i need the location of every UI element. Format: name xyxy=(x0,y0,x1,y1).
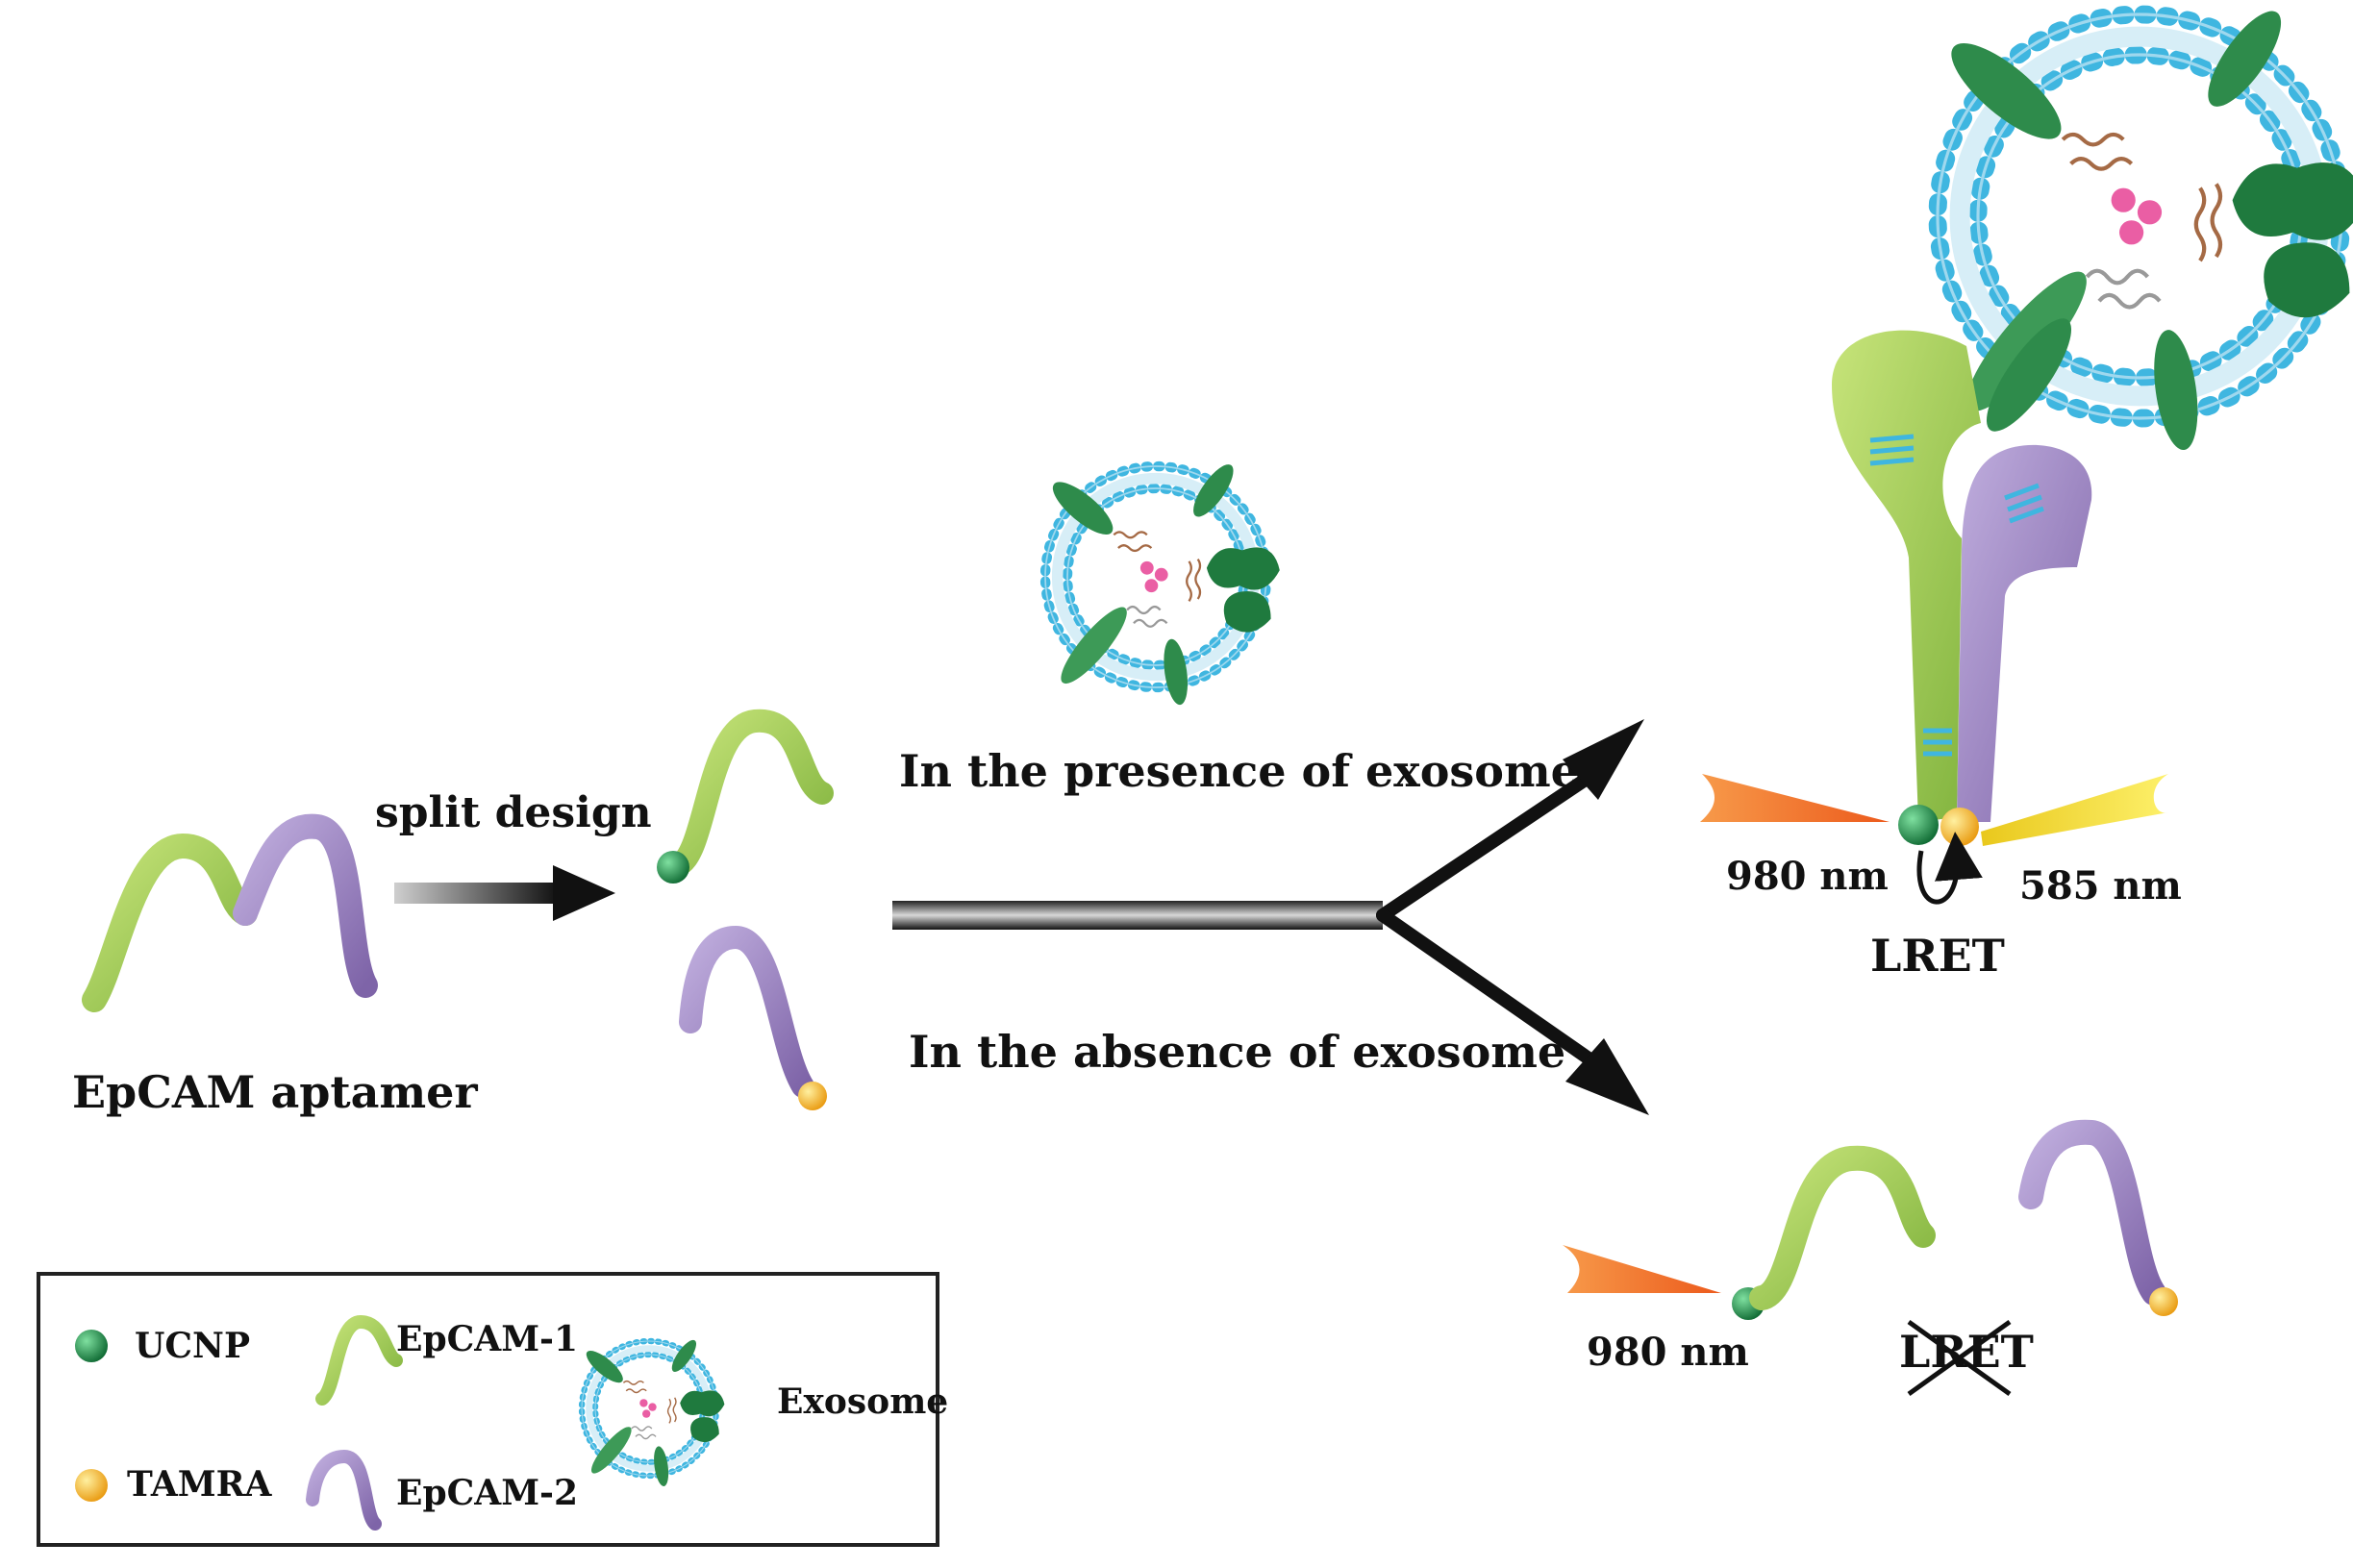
lret-blocked-cross xyxy=(1907,1319,2012,1397)
bound-complex xyxy=(1700,318,2168,905)
legend-ucnp-label: UCNP xyxy=(135,1326,250,1366)
reaction-fork-arrow xyxy=(892,719,1649,1115)
legend-tamra-label: TAMRA xyxy=(127,1464,273,1505)
emission-label-top: 585 nm xyxy=(2019,863,2182,908)
split-epcam-2-strand xyxy=(679,925,814,1098)
tamra-dot-split xyxy=(798,1082,827,1110)
legend-epcam-1-swatch xyxy=(315,1314,403,1406)
legend-epcam-2-label: EpCAM-2 xyxy=(396,1473,578,1513)
lret-transfer-arrow xyxy=(1916,832,1983,905)
ucnp-dot-bound xyxy=(1898,805,1939,845)
exosome-center xyxy=(1045,459,1280,706)
legend-ucnp-swatch xyxy=(75,1330,108,1362)
epcam-2-strand xyxy=(233,813,378,998)
split-design-arrow xyxy=(394,865,615,921)
laser-980-bottom xyxy=(1563,1245,1721,1293)
epcam-aptamer-caption: EpCAM aptamer xyxy=(72,1066,478,1118)
excitation-label-bottom: 980 nm xyxy=(1587,1330,1749,1375)
absence-label: In the absence of exosome xyxy=(909,1026,1565,1078)
unbound-epcam-2 xyxy=(2018,1119,2166,1306)
laser-585-top xyxy=(1981,774,2168,846)
presence-label: In the presence of exosome xyxy=(899,745,1579,797)
bound-epcam-2 xyxy=(1957,444,2092,822)
excitation-label-top: 980 nm xyxy=(1726,854,1889,899)
split-strands xyxy=(657,709,834,1110)
legend-epcam-2-swatch xyxy=(306,1449,382,1531)
unbound-strands xyxy=(1563,1119,2178,1320)
split-design-label: split design xyxy=(375,788,652,837)
legend-exosome-label: Exosome xyxy=(777,1381,948,1422)
epcam-1-strand xyxy=(82,833,258,1012)
unbound-epcam-1 xyxy=(1749,1145,1936,1310)
epcam-aptamer-figure xyxy=(82,813,378,1012)
ucnp-dot-split xyxy=(657,851,689,884)
legend-epcam-1-label: EpCAM-1 xyxy=(396,1319,578,1359)
tamra-dot-bound xyxy=(1940,808,1979,846)
lret-label-top: LRET xyxy=(1870,930,2005,982)
legend-box: UCNP TAMRA EpCAM-1 EpCAM-2 Exosome xyxy=(37,1272,948,1547)
laser-980-top xyxy=(1700,774,1890,822)
legend-tamra-swatch xyxy=(75,1469,108,1502)
split-epcam-1-strand xyxy=(666,709,834,877)
bound-epcam-1 xyxy=(1832,330,1981,822)
tamra-dot-unbound xyxy=(2149,1287,2178,1316)
